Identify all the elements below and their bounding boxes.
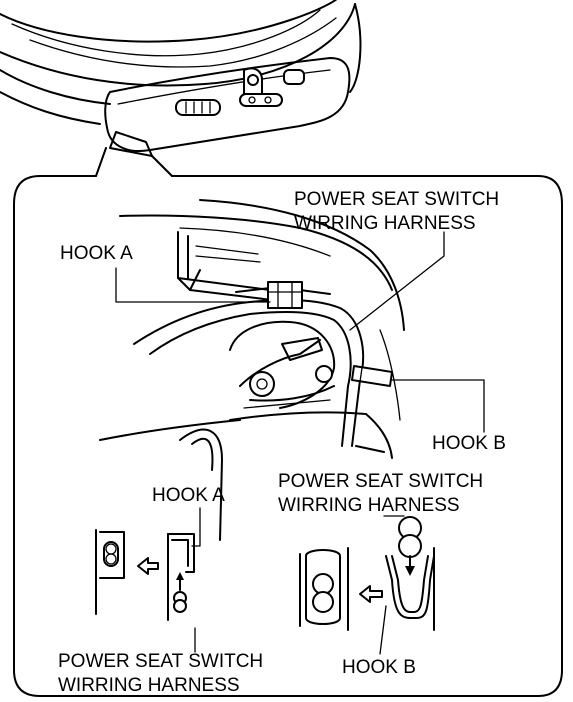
hook-a-detail	[95, 529, 195, 621]
harness-label-top-line1: POWER SEAT SWITCH	[294, 189, 500, 210]
hook-b-label-detail: HOOK B	[342, 657, 416, 678]
hook-a-label-detail: HOOK A	[152, 485, 225, 506]
harness-scene	[99, 199, 405, 541]
leader-lines	[115, 231, 485, 655]
harness-label-right-line1: POWER SEAT SWITCH	[278, 471, 484, 492]
harness-label-left-line2: WIRRING HARNESS	[58, 675, 240, 696]
hook-b-detail	[299, 516, 435, 631]
detail-frame	[13, 175, 563, 697]
harness-label-left-line1: POWER SEAT SWITCH	[58, 651, 264, 672]
harness-label-top-line2: WIRRING HARNESS	[294, 213, 476, 234]
hook-a-label-top: HOOK A	[60, 243, 133, 264]
harness-label-right-line2: WIRRING HARNESS	[278, 495, 460, 516]
seat-overview	[0, 0, 362, 177]
hook-b-label-top: HOOK B	[432, 433, 506, 454]
